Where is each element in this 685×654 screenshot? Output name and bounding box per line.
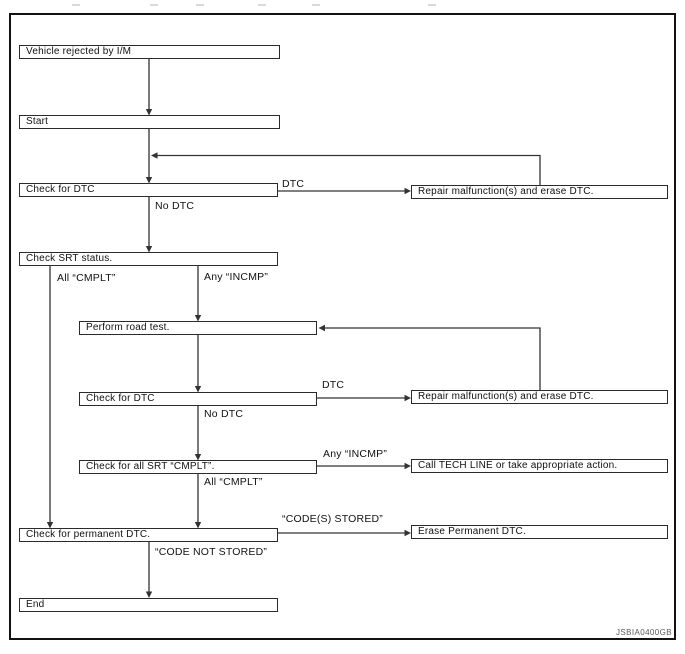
node-label: Check for DTC — [26, 184, 95, 195]
node-label: Check SRT status. — [26, 253, 113, 264]
node-label: Perform road test. — [86, 322, 170, 333]
node-label: Check for permanent DTC. — [26, 529, 151, 540]
edge-label-dtc-2: DTC — [322, 379, 345, 391]
node-perform-road-test: Perform road test. — [79, 321, 317, 335]
node-vehicle-rejected: Vehicle rejected by I/M — [19, 45, 280, 59]
node-label: Call TECH LINE or take appropriate actio… — [418, 460, 618, 471]
diagram-frame — [9, 13, 676, 640]
edge-label-codes-stored: “CODE(S) STORED” — [282, 513, 384, 525]
node-label: End — [26, 599, 45, 610]
node-repair-erase-dtc-2: Repair malfunction(s) and erase DTC. — [411, 390, 668, 404]
node-label: Start — [26, 116, 49, 127]
node-check-dtc-2: Check for DTC — [79, 392, 317, 406]
scan-artifact — [150, 4, 158, 6]
node-start: Start — [19, 115, 280, 129]
scan-artifact — [196, 4, 204, 6]
edge-label-any-incmp-1: Any “INCMP” — [204, 271, 269, 283]
edge-label-no-dtc-1: No DTC — [155, 200, 195, 212]
node-label: Repair malfunction(s) and erase DTC. — [418, 391, 594, 402]
scan-artifact — [258, 4, 266, 6]
edge-label-any-incmp-2: Any “INCMP” — [323, 448, 388, 460]
node-end: End — [19, 598, 278, 612]
node-label: Erase Permanent DTC. — [418, 526, 526, 537]
node-repair-erase-dtc-1: Repair malfunction(s) and erase DTC. — [411, 185, 668, 199]
node-call-tech-line: Call TECH LINE or take appropriate actio… — [411, 459, 668, 473]
node-check-permanent-dtc: Check for permanent DTC. — [19, 528, 278, 542]
edge-label-code-not-stored: “CODE NOT STORED” — [155, 546, 268, 558]
node-check-dtc-1: Check for DTC — [19, 183, 278, 197]
node-label: Repair malfunction(s) and erase DTC. — [418, 186, 594, 197]
figure-code: JSBIA0400GB — [616, 628, 672, 637]
edge-label-dtc-1: DTC — [282, 178, 305, 190]
edge-label-all-cmplt-2: All “CMPLT” — [204, 476, 263, 488]
edge-label-all-cmplt-1: All “CMPLT” — [57, 272, 116, 284]
scan-artifact — [428, 4, 436, 6]
node-label: Check for DTC — [86, 393, 155, 404]
scan-artifact — [312, 4, 320, 6]
scan-artifact — [72, 4, 80, 6]
node-label: Check for all SRT “CMPLT”. — [86, 461, 215, 472]
edge-label-no-dtc-2: No DTC — [204, 408, 244, 420]
node-check-srt-status: Check SRT status. — [19, 252, 278, 266]
node-label: Vehicle rejected by I/M — [26, 46, 132, 57]
node-check-all-srt-cmplt: Check for all SRT “CMPLT”. — [79, 460, 317, 474]
node-erase-permanent-dtc: Erase Permanent DTC. — [411, 525, 668, 539]
